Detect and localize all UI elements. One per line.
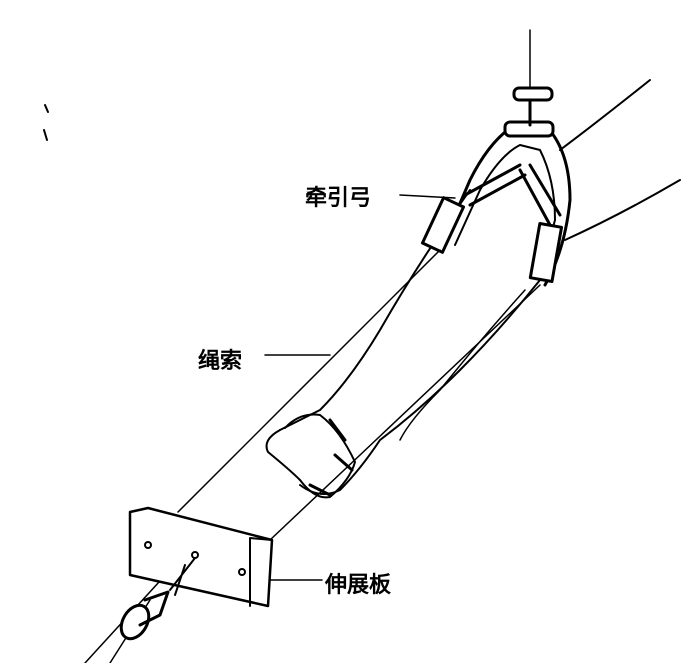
rope-right [269, 284, 541, 541]
speck-marks [43, 104, 49, 141]
bow-arm-right [518, 163, 562, 227]
label-rope: 绳索 [198, 349, 243, 374]
thigh-outline [559, 79, 651, 151]
traction-bow-frame [438, 123, 572, 287]
foot-hatch [308, 418, 354, 497]
label-extension-board: 伸展板 [325, 573, 392, 598]
bow-clamp-right [528, 222, 564, 283]
rope-left [177, 249, 441, 513]
leg-lower-outline [299, 279, 541, 495]
label-traction-bow: 牵引弓 [305, 186, 372, 211]
foot-outline [265, 413, 356, 499]
bow-clamp-left [420, 196, 466, 254]
pulley-bracket [138, 590, 170, 627]
board-hole-right [238, 568, 246, 576]
leader-traction-bow [399, 194, 456, 199]
extension-board [128, 506, 274, 608]
rope-knot [169, 557, 196, 596]
thigh-lower-outline [564, 179, 681, 241]
bow-handle [512, 86, 554, 102]
shin-line [399, 289, 526, 441]
bow-arm-left [463, 163, 527, 207]
board-edge [249, 537, 273, 607]
pulley-wheel [119, 603, 151, 641]
board-hole-left [144, 541, 152, 549]
